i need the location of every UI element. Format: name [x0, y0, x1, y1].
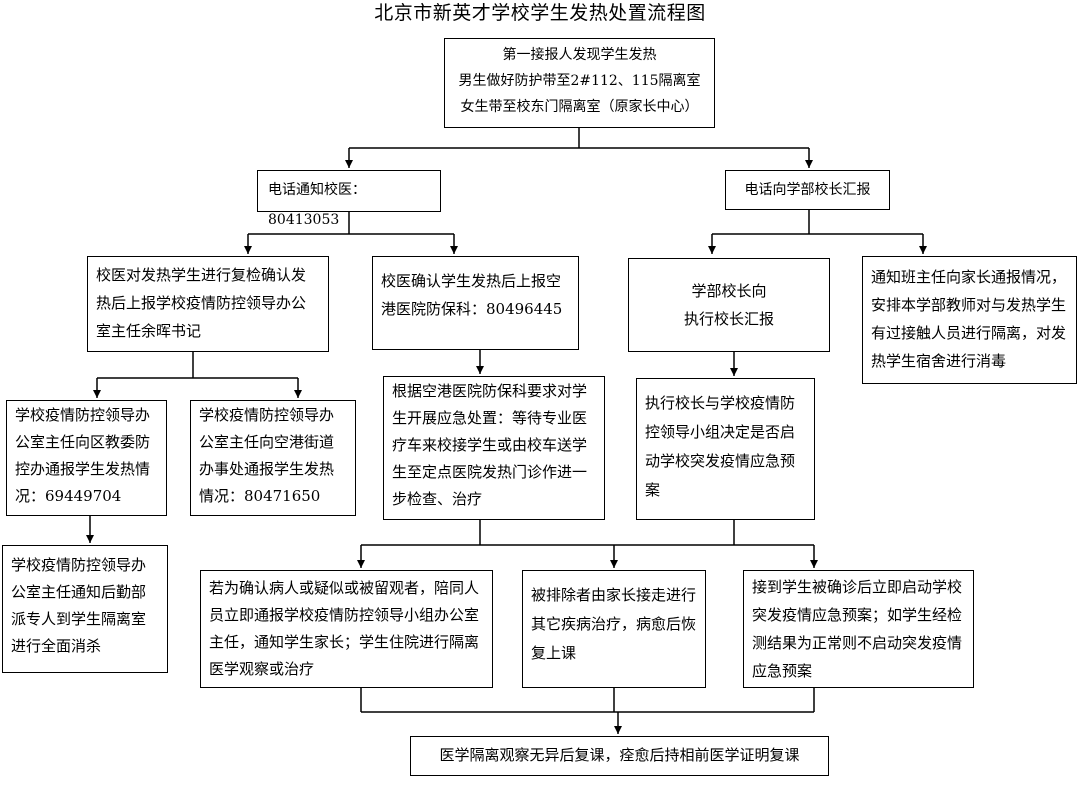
node-doctor-report-hospital: 校医确认学生发热后上报空港医院防保科：80496445	[372, 256, 579, 350]
node-emergency-plan: 接到学生被确诊后立即启动学校突发疫情应急预案；如学生经检测结果为正常则不启动突发…	[743, 570, 974, 688]
node-top: 第一接报人发现学生发热 男生做好防护带至2#112、115隔离室 女生带至校东门…	[444, 38, 715, 128]
node-exec-decide: 执行校长与学校疫情防控领导小组决定是否启动学校突发疫情应急预案	[636, 378, 815, 520]
node-disinfect: 学校疫情防控领导办公室主任通知后勤部派专人到学生隔离室进行全面消杀	[2, 545, 168, 673]
node-principal-to-exec: 学部校长向 执行校长汇报	[628, 258, 830, 352]
node-confirmed-case: 若为确认病人或疑似或被留观者，陪同人员立即通报学校疫情防控领导小组办公室主任，通…	[200, 570, 493, 688]
node-hospital-requirements: 根据空港医院防保科要求对学生开展应急处置：等待专业医疗车来校接学生或由校车送学生…	[383, 376, 605, 520]
node-resume-class: 医学隔离观察无异后复课，痊愈后持相前医学证明复课	[410, 736, 829, 776]
node-notify-class-teacher: 通知班主任向家长通报情况，安排本学部教师对与发热学生有过接触人员进行隔离，对发热…	[862, 256, 1077, 384]
node-office-to-district: 学校疫情防控领导办公室主任向区教委防控办通报学生发热情况：69449704	[6, 400, 167, 516]
node-notify-doctor: 电话通知校医：80413053	[257, 170, 441, 228]
node-office-to-street: 学校疫情防控领导办公室主任向空港街道办事处通报学生发热情况：80471650	[190, 400, 356, 516]
node-excluded-case: 被排除者由家长接走进行其它疾病治疗，病愈后恢复上课	[522, 570, 706, 688]
node-doctor-recheck: 校医对发热学生进行复检确认发热后上报学校疫情防控领导办公室主任余晖书记	[87, 256, 329, 352]
node-report-principal: 电话向学部校长汇报	[725, 170, 890, 210]
diagram-title: 北京市新英才学校学生发热处置流程图	[374, 2, 706, 24]
